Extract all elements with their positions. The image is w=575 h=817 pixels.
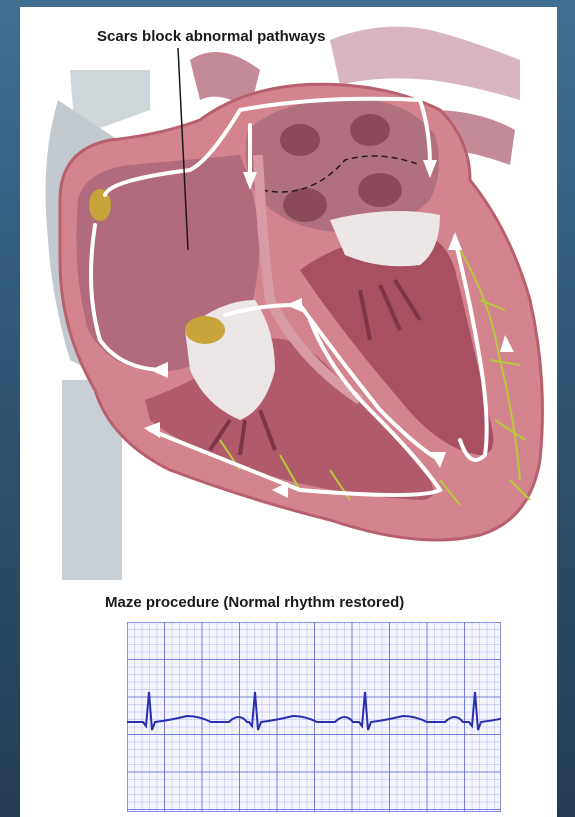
heart-illustration	[0, 0, 575, 600]
ecg-caption: Maze procedure (Normal rhythm restored)	[105, 594, 404, 611]
av-node	[185, 316, 225, 344]
scar-caption: Scars block abnormal pathways	[97, 28, 325, 45]
ecg-strip	[127, 622, 501, 812]
ecg-grid	[127, 622, 501, 812]
